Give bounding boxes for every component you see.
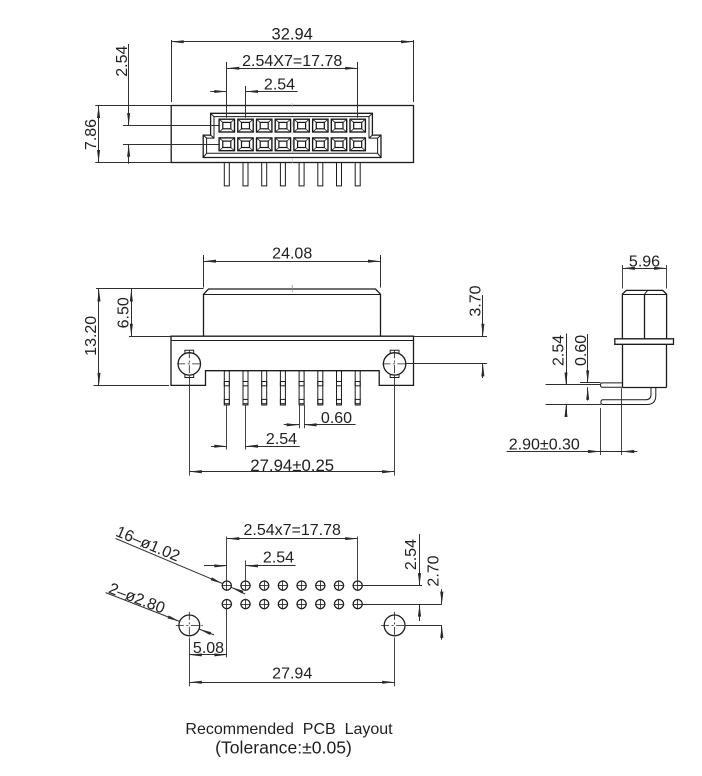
svg-text:2.54: 2.54 [264,76,295,93]
svg-text:2.54X7=17.78: 2.54X7=17.78 [242,53,342,70]
svg-text:2.90±0.30: 2.90±0.30 [509,436,580,453]
svg-text:0.60: 0.60 [321,410,352,427]
svg-text:2.54: 2.54 [266,431,297,448]
svg-text:2.54: 2.54 [551,335,568,366]
svg-text:13.20: 13.20 [83,316,100,356]
svg-text:2.54: 2.54 [403,539,420,570]
svg-text:(Tolerance:±0.05): (Tolerance:±0.05) [215,737,352,757]
svg-text:32.94: 32.94 [272,26,313,44]
svg-text:3.70: 3.70 [467,285,484,316]
svg-text:2.70: 2.70 [425,555,442,586]
svg-text:5.08: 5.08 [193,640,224,657]
svg-text:5.96: 5.96 [629,253,660,270]
svg-text:24.08: 24.08 [272,246,312,263]
svg-text:2.54: 2.54 [114,46,131,77]
svg-text:27.94±0.25: 27.94±0.25 [250,456,334,475]
svg-text:6.50: 6.50 [116,297,133,328]
svg-text:27.94: 27.94 [272,666,312,683]
svg-text:7.86: 7.86 [83,119,100,150]
svg-text:Recommended PCB Layout: Recommended PCB Layout [185,721,393,738]
svg-text:2.54: 2.54 [263,549,294,566]
svg-text:0.60: 0.60 [573,335,590,366]
svg-text:2.54x7=17.78: 2.54x7=17.78 [243,522,341,539]
